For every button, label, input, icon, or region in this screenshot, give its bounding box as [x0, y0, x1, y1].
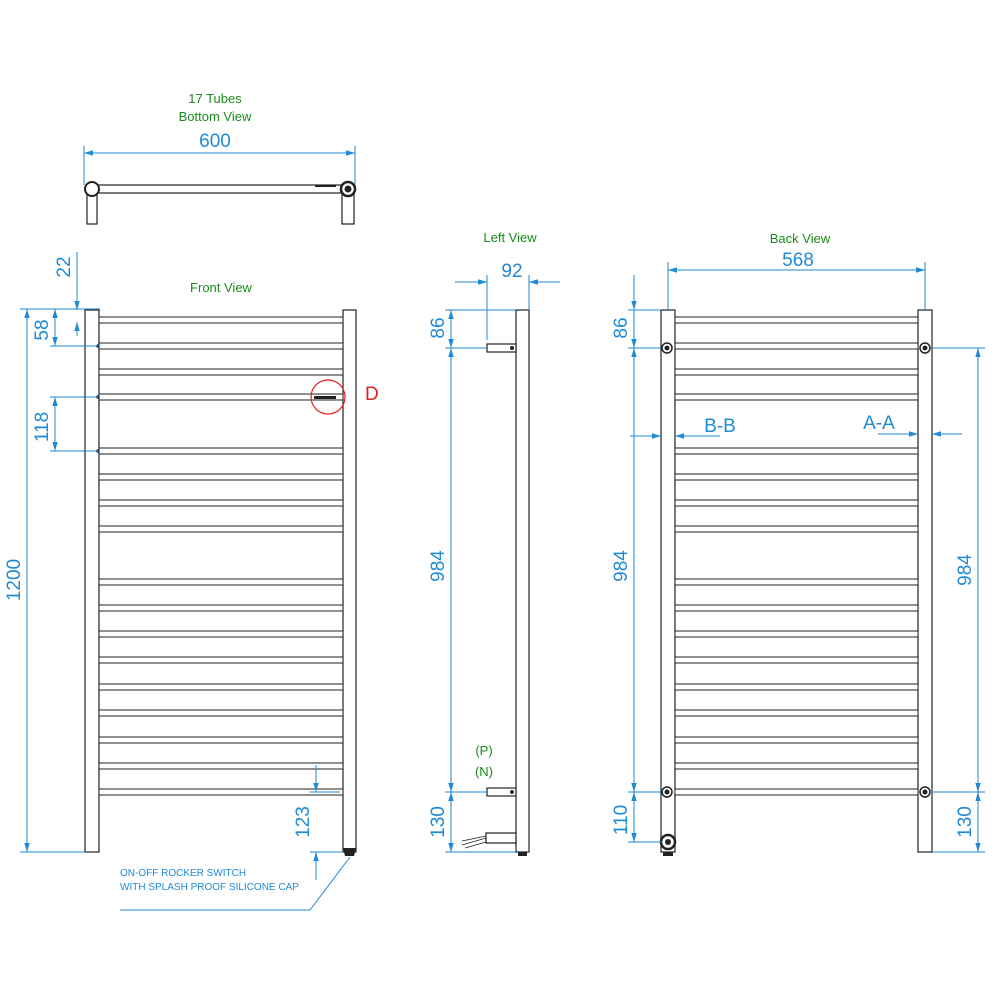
- back-view-tube-4: [674, 393, 919, 401]
- back-view-tube-8: [674, 525, 919, 533]
- front-view-tube-14: [98, 709, 344, 717]
- back-view-tube-15: [674, 736, 919, 744]
- back-view-switch-cap: [663, 852, 673, 856]
- back-view-bracket-bottom-right-bolt: [922, 789, 928, 795]
- back-dim-width: 568: [782, 250, 814, 271]
- left-dim-bottom: 130: [428, 806, 449, 838]
- left-view-bottom-bracket-bolt: [510, 790, 514, 794]
- section-bb-label: B-B: [704, 416, 736, 437]
- front-view-tube-16: [98, 762, 344, 770]
- bottom-view-bar: [86, 184, 350, 194]
- front-view-tube-10: [98, 604, 344, 612]
- back-view-tube-17: [674, 788, 919, 796]
- back-view-tube-5: [674, 447, 919, 455]
- left-view-phase-label: (P): [475, 743, 492, 758]
- front-view-tube-1: [98, 316, 344, 324]
- front-view-detail-label: D: [365, 384, 379, 405]
- back-view-tube-7: [674, 499, 919, 507]
- left-view-element-head: [485, 832, 517, 844]
- bottom-view: 17 Tubes Bottom View 600: [83, 91, 357, 225]
- left-dim-depth: 92: [501, 261, 522, 282]
- left-view: Left View 92 86 984 130 (P) (N): [428, 230, 560, 856]
- left-dim-top: 86: [428, 317, 449, 338]
- front-view: Front View 22 58 118 1200 123 D: [4, 252, 379, 911]
- back-view-tube-1: [674, 316, 919, 324]
- left-view-title: Left View: [483, 230, 537, 245]
- front-view-tube-9: [98, 578, 344, 586]
- front-view-tube-7: [98, 499, 344, 507]
- front-dim-first-pitch: 58: [32, 319, 53, 340]
- left-view-cable: [461, 835, 487, 849]
- back-view-element-end-centre: [665, 839, 671, 845]
- back-dim-bottom-right: 130: [955, 806, 976, 838]
- section-aa-label: A-A: [863, 413, 895, 434]
- back-view-tube-10: [674, 604, 919, 612]
- bottom-view-title: Bottom View: [179, 109, 252, 124]
- back-view-tube-11: [674, 630, 919, 638]
- front-view-tube-3: [98, 368, 344, 376]
- back-view-tube-6: [674, 473, 919, 481]
- switch-note-line2: WITH SPLASH PROOF SILICONE CAP: [120, 882, 299, 893]
- bottom-view-left-cap: [84, 181, 100, 197]
- back-view-tube-3: [674, 368, 919, 376]
- back-view: Back View 568 86 984 110: [611, 231, 985, 856]
- back-view-tubes: [674, 316, 919, 796]
- back-view-right-upright: [917, 309, 933, 853]
- front-view-tube-2: [98, 342, 344, 350]
- front-view-tube-17: [98, 788, 344, 796]
- left-view-neutral-label: (N): [475, 764, 493, 779]
- bottom-view-tubes-label: 17 Tubes: [188, 91, 242, 106]
- front-view-switch-cap: [343, 848, 356, 856]
- back-view-tube-9: [674, 578, 919, 586]
- back-view-tube-12: [674, 656, 919, 664]
- front-view-right-upright: [342, 309, 357, 853]
- back-view-bracket-bottom-left-bolt: [664, 789, 670, 795]
- front-dim-top-gap: 22: [54, 256, 75, 277]
- switch-note-line1: ON-OFF ROCKER SWITCH: [120, 868, 246, 879]
- back-dim-top: 86: [611, 317, 632, 338]
- back-view-left-upright: [660, 309, 676, 853]
- front-view-tube-12: [98, 656, 344, 664]
- back-dim-centres-left: 984: [611, 550, 632, 582]
- front-view-tube-8: [98, 525, 344, 533]
- front-view-detail-switch: [314, 396, 336, 399]
- front-view-detail-circle: [310, 379, 346, 415]
- front-view-tube-6: [98, 473, 344, 481]
- back-view-tube-14: [674, 709, 919, 717]
- front-view-tube-5: [98, 447, 344, 455]
- front-dim-height: 1200: [4, 559, 25, 601]
- front-view-left-upright: [84, 309, 100, 853]
- back-view-tube-13: [674, 683, 919, 691]
- bottom-view-width-dim: 600: [199, 131, 231, 152]
- back-view-tube-2: [674, 342, 919, 350]
- back-view-bracket-top-left-bolt: [664, 345, 670, 351]
- back-view-bracket-top-right-bolt: [922, 345, 928, 351]
- front-view-title: Front View: [190, 280, 253, 295]
- bottom-view-right-cap-centre: [344, 185, 352, 193]
- front-view-tube-4: [98, 393, 344, 401]
- front-view-tubes: [96, 316, 344, 796]
- back-view-tube-16: [674, 762, 919, 770]
- front-view-tube-15: [98, 736, 344, 744]
- front-view-tube-11: [98, 630, 344, 638]
- front-dim-group-pitch: 118: [32, 412, 53, 442]
- front-dim-switch-height: 123: [293, 806, 314, 838]
- back-view-title: Back View: [770, 231, 831, 246]
- back-dim-bottom-left: 110: [611, 805, 632, 835]
- switch-note-leader: [309, 856, 351, 911]
- left-dim-centres: 984: [428, 550, 449, 582]
- front-view-tube-13: [98, 683, 344, 691]
- back-dim-centres-right: 984: [955, 554, 976, 586]
- left-view-switch-cap: [518, 852, 527, 856]
- left-view-upright: [515, 309, 530, 853]
- left-view-top-bracket-bolt: [510, 346, 514, 350]
